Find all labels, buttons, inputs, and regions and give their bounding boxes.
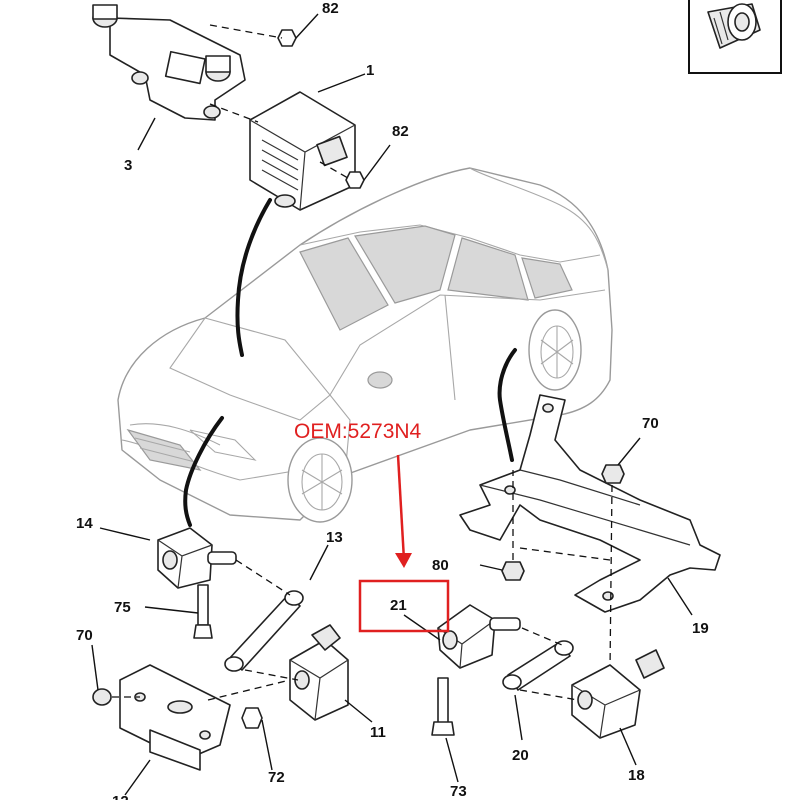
nut-80: [501, 561, 525, 581]
sensor-18: [571, 649, 665, 739]
dash-80-horiz: [519, 547, 611, 561]
callout-11: 11: [370, 724, 386, 741]
dash-12-11: [207, 679, 291, 701]
bracket-12: [119, 664, 231, 771]
nut-70-left: [92, 688, 112, 706]
bracket-19: [459, 394, 721, 613]
callout-82-top: 82: [322, 0, 339, 17]
callout-labels: 82 1 82 3 70 14 13 80 21 75 70 19 11 20 …: [76, 0, 709, 800]
dash-82-top: [209, 24, 283, 39]
callout-70-right: 70: [642, 415, 659, 432]
bolt-75: [193, 584, 213, 639]
leader-lines: [91, 13, 693, 796]
dash-20-18: [519, 689, 579, 701]
callout-70-left: 70: [76, 627, 93, 644]
bolt-72: [241, 707, 263, 729]
ecu-module-1: [249, 91, 356, 211]
callout-82-right: 82: [392, 123, 409, 140]
link-rod-13: [224, 590, 304, 672]
nut-70-right: [601, 464, 625, 484]
link-rod-20: [502, 640, 574, 691]
callout-1: 1: [366, 62, 374, 79]
dash-13-11: [244, 669, 299, 681]
dash-14-13: [235, 559, 291, 596]
callout-12: 12: [112, 793, 129, 800]
oem-annotation: OEM:5273N4: [294, 420, 450, 633]
callout-20: 20: [512, 747, 529, 764]
bracket-3: [92, 4, 246, 121]
dash-21-20: [521, 627, 563, 646]
harness-line-front-lower: [183, 416, 224, 527]
sensor-14: [157, 527, 237, 589]
harness-line-rear: [497, 348, 517, 462]
callout-72: 72: [268, 769, 285, 786]
dash-70-down: [609, 484, 613, 671]
car-illustration: [117, 167, 613, 523]
callout-14: 14: [76, 515, 93, 532]
sensor-21: [437, 604, 521, 669]
highlight-box-21: [358, 579, 450, 633]
callout-3: 3: [124, 157, 132, 174]
callout-18: 18: [628, 767, 645, 784]
callout-73: 73: [450, 783, 467, 800]
dash-82-right: [319, 161, 349, 179]
dash-1-left: [209, 103, 259, 123]
callout-19: 19: [692, 620, 709, 637]
harness-line-front-upper: [235, 198, 272, 357]
callout-75: 75: [114, 599, 131, 616]
bolt-82-lower: [345, 171, 365, 189]
bolt-73: [431, 677, 455, 736]
callout-80: 80: [432, 557, 449, 574]
bolt-82-upper: [277, 29, 297, 47]
callout-13: 13: [326, 529, 343, 546]
callout-21: 21: [390, 597, 407, 614]
oem-label: OEM:5273N4: [294, 420, 422, 443]
inset-rivet-nut: [688, 0, 782, 74]
sensor-11: [289, 624, 349, 721]
